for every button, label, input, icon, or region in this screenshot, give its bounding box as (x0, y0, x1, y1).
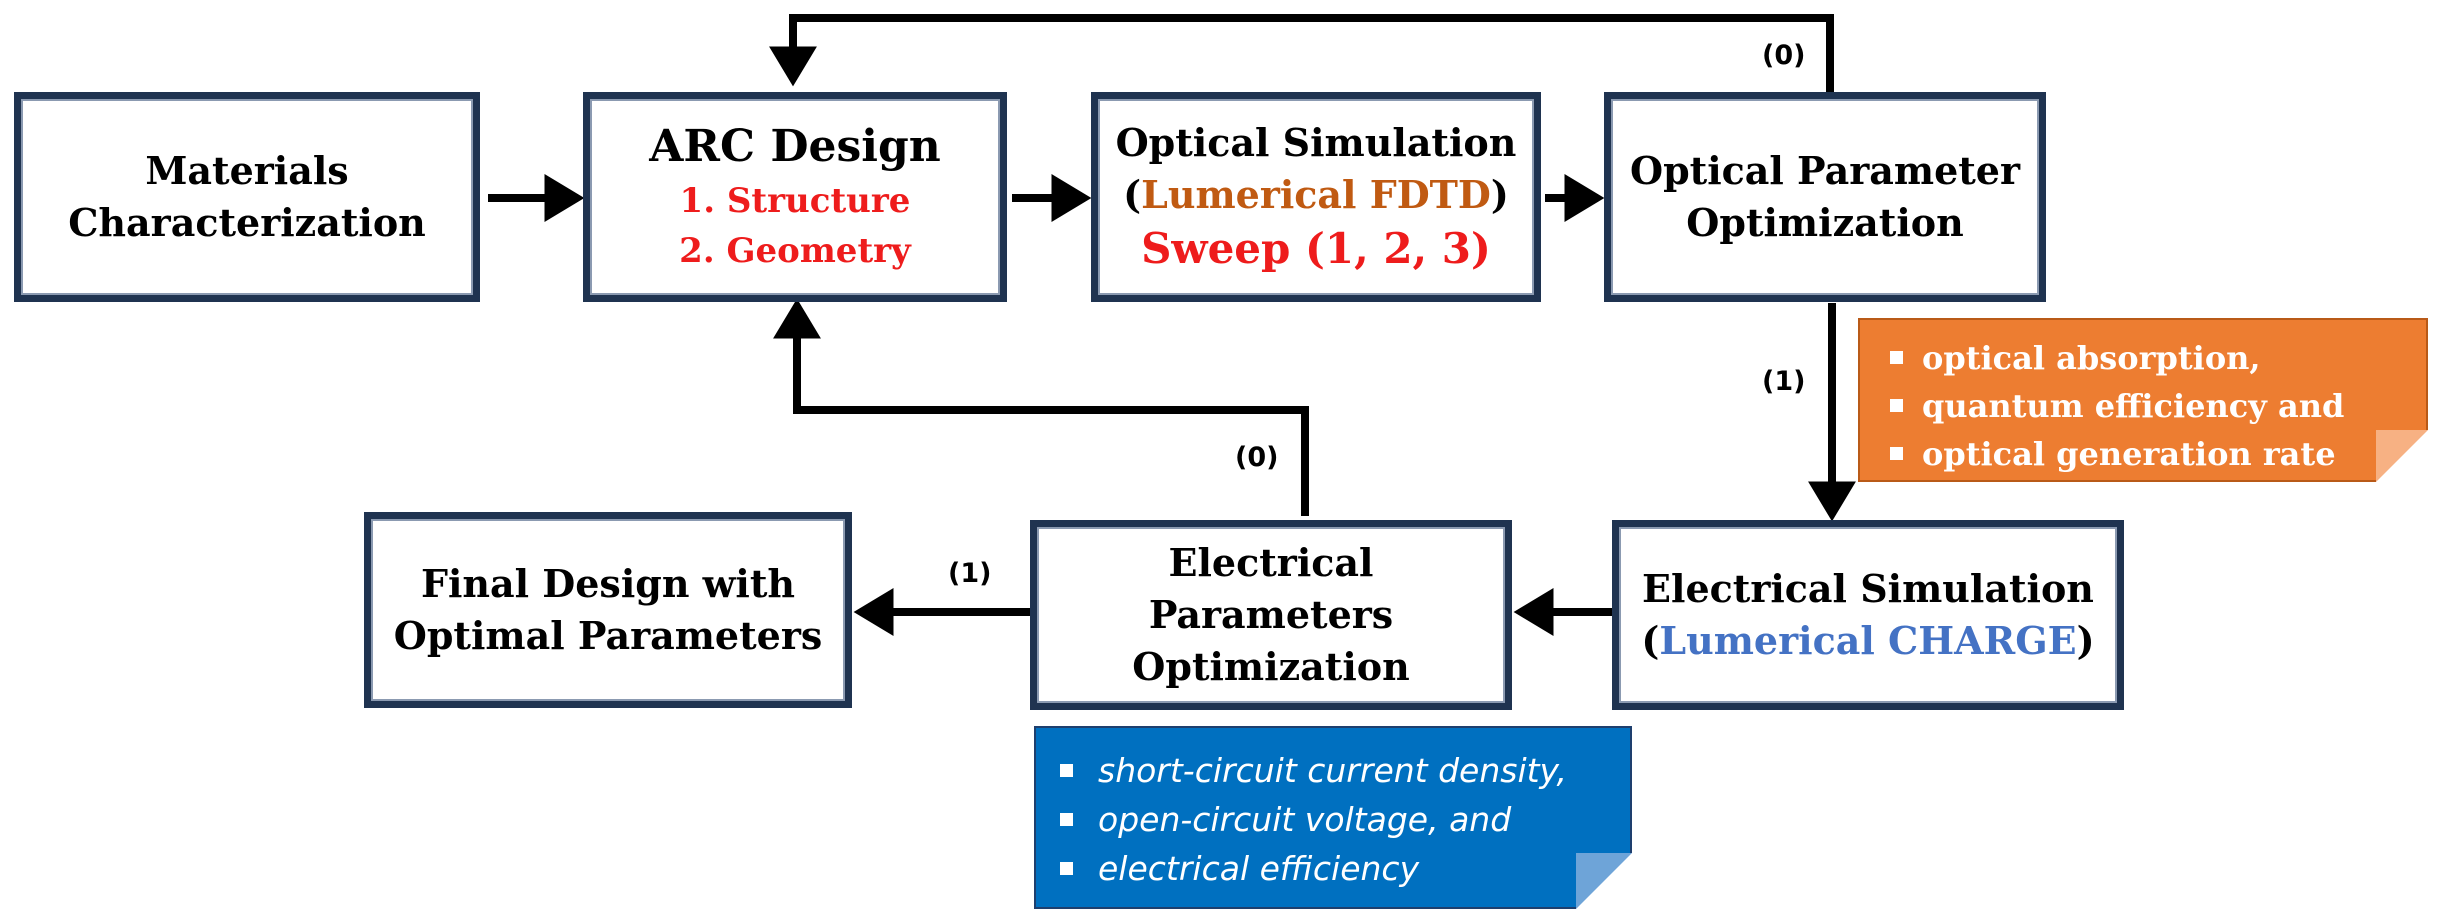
optical-param-line-2: Optimization (1686, 200, 1964, 245)
electrical-sim-title: Electrical Simulation (1642, 566, 2094, 611)
materials-line-2: Characterization (68, 200, 426, 245)
final-design-box: Final Design with Optimal Parameters (364, 512, 852, 708)
optical-sim-title: Optical Simulation (1115, 120, 1517, 165)
note-fold-corner (1576, 853, 1632, 909)
fdtd-label: Lumerical FDTD (1141, 172, 1491, 217)
note-item-generation-rate: optical generation rate (1860, 430, 2426, 478)
note-item-optical-absorption: optical absorption, (1860, 334, 2426, 382)
optical-simulation-box: Optical Simulation (Lumerical FDTD) Swee… (1091, 92, 1541, 302)
arc-design-box: ARC Design 1. Structure 2. Geometry (583, 92, 1007, 302)
electrical-simulation-box: Electrical Simulation (Lumerical CHARGE) (1612, 520, 2124, 710)
charge-label: Lumerical CHARGE (1659, 618, 2077, 663)
label-to-final: (1) (948, 558, 992, 589)
arc-item-geometry: 2. Geometry (679, 231, 911, 271)
note-item-electrical-efficiency: electrical efficiency (1036, 844, 1630, 893)
final-line-2: Optimal Parameters (393, 613, 823, 658)
label-back-to-arc: (0) (1235, 442, 1279, 473)
materials-characterization-box: Materials Characterization (14, 92, 480, 302)
optical-sim-tool-line: (Lumerical FDTD) (1123, 172, 1509, 217)
electrical-param-line-2: Parameters (1148, 592, 1394, 637)
electrical-param-line-3: Optimization (1132, 644, 1410, 689)
label-top-loop: (0) (1762, 40, 1806, 71)
electrical-outputs-note: short-circuit current density, open-circ… (1034, 726, 1632, 909)
electrical-param-line-1: Electrical (1168, 540, 1374, 585)
materials-line-1: Materials (145, 148, 349, 193)
note-item-short-circuit: short-circuit current density, (1036, 746, 1630, 795)
final-line-1: Final Design with (420, 561, 796, 606)
arc-design-title: ARC Design (649, 121, 941, 172)
optical-param-line-1: Optical Parameter (1629, 148, 2021, 193)
sweep-label: Sweep (1, 2, 3) (1141, 224, 1491, 273)
label-down-to-electrical: (1) (1762, 366, 1806, 397)
optical-parameter-box: Optical Parameter Optimization (1604, 92, 2046, 302)
arc-item-structure: 1. Structure (679, 181, 911, 221)
arrow-back-to-arc (773, 298, 1309, 516)
arrow-top-loop-to-arc (769, 14, 1834, 94)
note-item-quantum-efficiency: quantum efficiency and (1860, 382, 2426, 430)
electrical-parameters-box: Electrical Parameters Optimization (1030, 520, 1512, 710)
note-item-open-circuit: open-circuit voltage, and (1036, 795, 1630, 844)
optical-outputs-note: optical absorption, quantum efficiency a… (1858, 318, 2428, 482)
note-fold-corner (2376, 430, 2428, 482)
electrical-sim-tool-line: (Lumerical CHARGE) (1641, 618, 2095, 663)
